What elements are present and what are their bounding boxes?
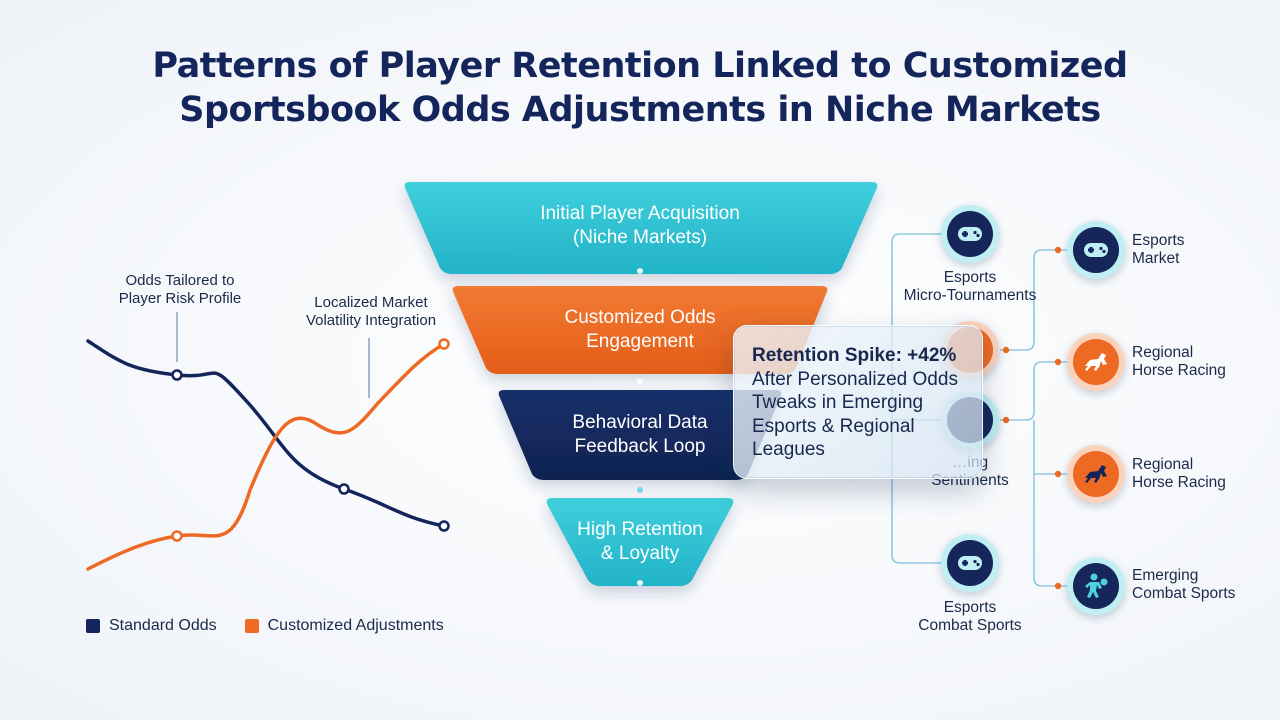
- node-label-text: Esports: [943, 599, 997, 616]
- standard-odds-line: [86, 339, 446, 528]
- risk-profile-annotation: Odds Tailored to Player Risk Profile: [100, 272, 260, 308]
- node-label-emerging-combat-sports: Emerging Combat Sports: [1132, 567, 1262, 603]
- annotation-text: Player Risk Profile: [118, 290, 242, 307]
- funnel-connector-dot: [637, 580, 643, 586]
- gamepad-icon: [958, 556, 982, 570]
- retention-spike-headline: Retention Spike: +42%: [752, 345, 957, 366]
- node-label-regional-horse-racing-2: Regional Horse Racing: [1132, 456, 1252, 492]
- connector-dot: [1002, 346, 1010, 354]
- node-label-text: Horse Racing: [1132, 362, 1226, 379]
- connector-line: [1000, 361, 1068, 421]
- funnel-stage-4-shape: [546, 498, 734, 586]
- node-label-text: Combat Sports: [1132, 585, 1236, 602]
- funnel-stage-2-label: Customized Odds Engagement: [510, 306, 770, 354]
- stage-text: Initial Player Acquisition: [540, 203, 740, 224]
- funnel-connector-dot: [637, 268, 643, 274]
- node-label-text: Esports: [1132, 232, 1185, 249]
- connector-line: [1000, 249, 1068, 351]
- stage-text: & Loyalty: [600, 543, 680, 564]
- standard-odds-point: [338, 483, 350, 495]
- annotation-text: Localized Market: [314, 294, 428, 311]
- connector-dot: [1054, 358, 1062, 366]
- node-label-text: Esports: [943, 269, 997, 286]
- stage-text: (Niche Markets): [572, 227, 708, 248]
- node-label-text: Market: [1132, 250, 1180, 267]
- customized-adjustments-point: [438, 338, 450, 350]
- node-label-text: Combat Sports: [918, 617, 1022, 634]
- funnel-stage-3-label: Behavioral Data Feedback Loop: [510, 411, 770, 459]
- node-label-text: Regional: [1132, 344, 1194, 361]
- legend-label: Customized Adjustments: [267, 617, 444, 634]
- stage-text: Customized Odds: [564, 307, 716, 328]
- standard-odds-point: [438, 520, 450, 532]
- stage-text: Feedback Loop: [574, 436, 706, 457]
- legend-swatch: [86, 619, 100, 633]
- horse-icon: [1085, 353, 1107, 371]
- funnel-stage-1-label: Initial Player Acquisition (Niche Market…: [490, 202, 790, 250]
- stage-text: Engagement: [586, 331, 694, 352]
- horse-icon: [1085, 465, 1107, 483]
- stage-text: Behavioral Data: [572, 412, 708, 433]
- funnel-stage-3-shape: [498, 390, 782, 480]
- retention-spike-text: Retention Spike: +42% After Personalized…: [752, 344, 977, 462]
- connector-dot: [1054, 246, 1062, 254]
- legend-item-customized-adjustments: Customized Adjustments: [244, 617, 444, 635]
- funnel-stage-4-label: High Retention & Loyalty: [540, 518, 740, 566]
- retention-spike-body: After Personalized Odds Tweaks in Emergi…: [752, 368, 958, 461]
- funnel-stage-1-shape: [404, 182, 878, 274]
- node-label-text: Regional: [1132, 456, 1194, 473]
- node-label-regional-horse-racing-1: Regional Horse Racing: [1132, 344, 1252, 380]
- stage-text: High Retention: [577, 519, 703, 540]
- volatility-annotation: Localized Market Volatility Integration: [286, 294, 456, 330]
- annotation-text: Odds Tailored to: [125, 272, 235, 289]
- legend-label: Standard Odds: [109, 617, 217, 634]
- retention-spike-card: Retention Spike: +42% After Personalized…: [733, 325, 983, 479]
- node-label-text: Micro-Tournaments: [903, 287, 1037, 304]
- annotation-text: Volatility Integration: [305, 312, 437, 329]
- funnel-connector-dot: [637, 379, 643, 385]
- connector-dot: [1002, 416, 1010, 424]
- title-line-1: Patterns of Player Retention Linked to C…: [152, 46, 1128, 86]
- node-label-text: Horse Racing: [1132, 474, 1226, 491]
- funnel-connector-dot: [637, 487, 643, 493]
- title-line-2: Sportsbook Odds Adjustments in Niche Mar…: [179, 90, 1101, 130]
- node-label-esports-micro-tournaments: Esports Micro-Tournaments: [895, 269, 1045, 305]
- boxer-icon: [1085, 573, 1108, 598]
- customized-adjustments-point: [171, 530, 183, 542]
- node-label-text: Emerging: [1132, 567, 1199, 584]
- standard-odds-point: [171, 369, 183, 381]
- connector-dot: [1054, 470, 1062, 478]
- chart-legend: Standard Odds Customized Adjustments: [86, 617, 472, 635]
- gamepad-icon: [1084, 243, 1108, 257]
- page-title: Patterns of Player Retention Linked to C…: [0, 44, 1280, 132]
- gamepad-icon: [958, 227, 982, 241]
- connector-dot: [1054, 582, 1062, 590]
- legend-item-standard-odds: Standard Odds: [86, 617, 217, 635]
- node-label-esports-combat-sports: Esports Combat Sports: [905, 599, 1035, 635]
- node-label-esports-market: Esports Market: [1132, 232, 1252, 268]
- legend-swatch: [244, 619, 259, 633]
- connector-line: [1033, 420, 1068, 587]
